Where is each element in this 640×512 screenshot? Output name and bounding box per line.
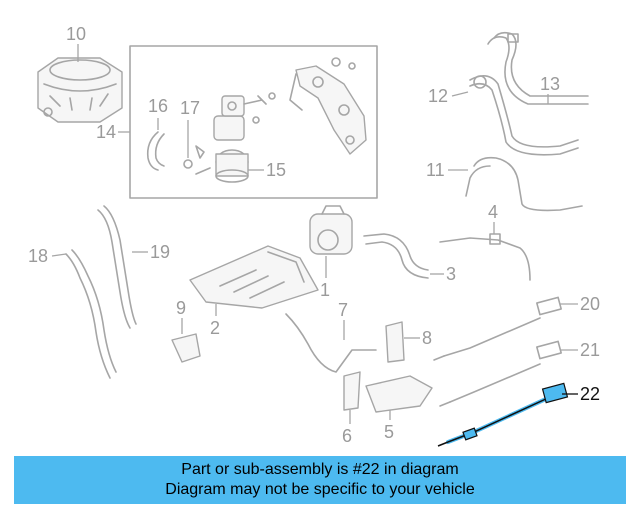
callout-2: 2	[210, 318, 220, 338]
callout-9: 9	[176, 298, 186, 318]
part-21-oxygen-sensor	[439, 340, 562, 407]
callout-16: 16	[148, 96, 168, 116]
part-16-hose	[146, 131, 159, 171]
part-8-bracket	[385, 321, 405, 363]
callout-7: 7	[338, 300, 348, 320]
part-19-pipe	[97, 205, 137, 329]
part-5-exhaust	[365, 375, 433, 413]
part-17-clip	[183, 159, 193, 169]
callout-14: 14	[96, 122, 116, 142]
callout-10: 10	[66, 24, 86, 44]
part-1-throttle-body	[309, 205, 353, 255]
part-18-pipe	[65, 249, 117, 379]
banner-line-2: Diagram may not be specific to your vehi…	[165, 481, 475, 498]
part-egr-valve	[213, 92, 276, 141]
part-4-hose	[439, 233, 531, 281]
part-20-oxygen-sensor	[433, 296, 562, 361]
callout-21: 21	[580, 340, 600, 360]
callout-8: 8	[422, 328, 432, 348]
callout-6: 6	[342, 426, 352, 446]
callout-17: 17	[180, 98, 200, 118]
callout-13: 13	[540, 74, 560, 94]
part-22-oxygen-sensor[interactable]	[437, 382, 569, 447]
callout-15: 15	[266, 160, 286, 180]
part-3-intake-hose	[363, 233, 429, 279]
callout-5: 5	[384, 422, 394, 442]
info-banner: Part or sub-assembly is #22 in diagram D…	[14, 456, 626, 504]
part-2-intake-manifold	[189, 245, 319, 309]
callout-19: 19	[150, 242, 170, 262]
banner-line-1: Part or sub-assembly is #22 in diagram	[181, 461, 459, 478]
part-15-canister	[215, 149, 249, 183]
part-10-filter-housing	[37, 57, 123, 123]
part-7-pipe	[285, 313, 377, 373]
part-14-assembly-box	[129, 45, 378, 199]
callout-12: 12	[428, 86, 448, 106]
callout-22: 22	[580, 384, 600, 404]
part-6-bracket	[343, 371, 361, 411]
part-bracket	[289, 57, 367, 155]
callout-20: 20	[580, 294, 600, 314]
callout-3: 3	[446, 264, 456, 284]
callout-1: 1	[320, 280, 330, 300]
part-9-bracket	[171, 333, 201, 363]
part-13-hose	[487, 31, 589, 105]
part-11-hose	[465, 156, 583, 212]
part-12-hose	[469, 75, 579, 156]
callout-4: 4	[488, 202, 498, 222]
callout-11: 11	[426, 160, 445, 180]
callout-18: 18	[28, 246, 48, 266]
